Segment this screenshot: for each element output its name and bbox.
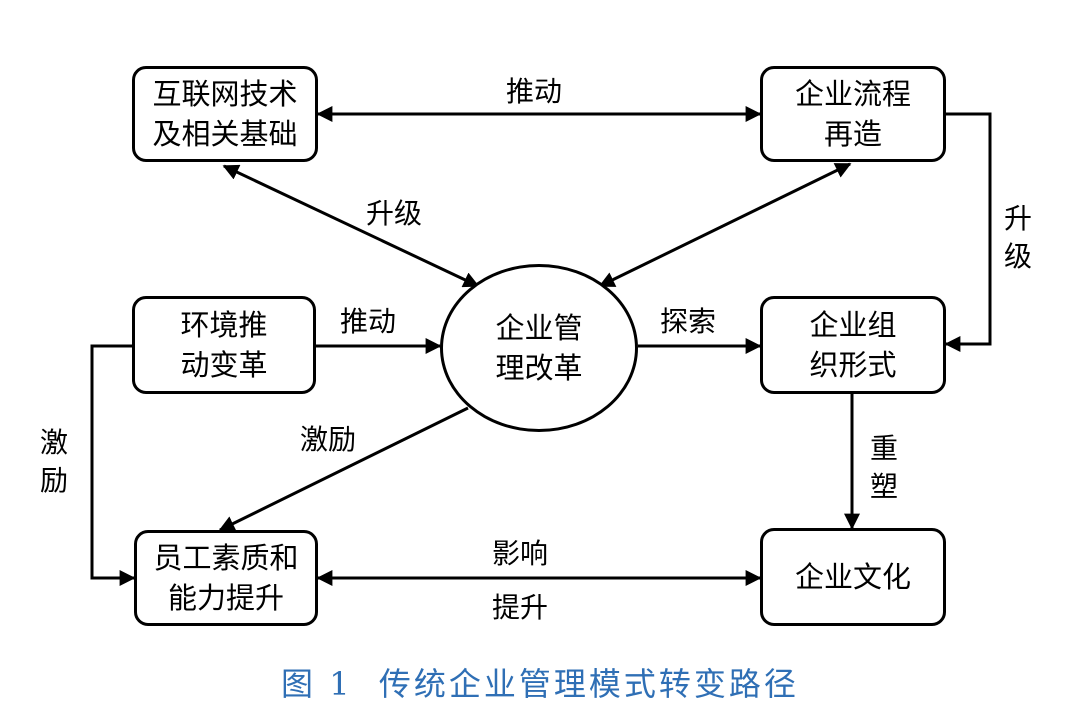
label-push-top: 推动 bbox=[506, 75, 563, 108]
label-influence: 影响 bbox=[492, 537, 549, 570]
node-process-reengineering-line-2: 再造 bbox=[823, 117, 882, 151]
arrow-process-management bbox=[598, 162, 852, 288]
node-internet-tech-line-2: 及相关基础 bbox=[152, 117, 298, 151]
node-management-reform-line-1: 企业管 bbox=[495, 311, 583, 345]
node-corporate-culture-line-1: 企业文化 bbox=[794, 560, 911, 594]
arrow-internet-management bbox=[222, 164, 480, 288]
node-organization-form: 企业组 织形式 bbox=[760, 296, 946, 394]
label-upgrade-left: 升级 bbox=[366, 197, 423, 230]
node-internet-tech: 互联网技术 及相关基础 bbox=[132, 66, 318, 162]
label-reshape-char-1: 重 bbox=[870, 432, 899, 465]
label-motivate-left-char-1: 激 bbox=[40, 426, 69, 459]
node-employee-quality-line-1: 员工素质和 bbox=[153, 541, 299, 575]
node-environment-change-line-1: 环境推 bbox=[180, 308, 268, 342]
label-explore: 探索 bbox=[660, 305, 717, 338]
node-corporate-culture: 企业文化 bbox=[760, 528, 946, 626]
node-employee-quality-line-2: 能力提升 bbox=[167, 581, 284, 615]
node-process-reengineering: 企业流程 再造 bbox=[760, 66, 946, 162]
arrow-process-organization bbox=[944, 112, 992, 352]
arrow-management-employee bbox=[218, 406, 469, 532]
label-upgrade-right-char-2: 级 bbox=[1004, 240, 1033, 273]
node-internet-tech-line-1: 互联网技术 bbox=[152, 77, 298, 111]
node-process-reengineering-line-1: 企业流程 bbox=[794, 77, 911, 111]
node-environment-change: 环境推 动变革 bbox=[132, 296, 316, 394]
label-upgrade-right: 升 级 bbox=[1004, 200, 1032, 276]
label-motivate-left-char-2: 励 bbox=[40, 464, 69, 497]
node-environment-change-line-2: 动变革 bbox=[180, 348, 268, 382]
figure-caption: 图 1 传统企业管理模式转变路径 bbox=[281, 665, 799, 703]
arrow-environment-employee bbox=[90, 344, 136, 586]
label-push-middle: 推动 bbox=[340, 305, 397, 338]
node-organization-form-line-2: 织形式 bbox=[809, 348, 897, 382]
label-upgrade-right-char-1: 升 bbox=[1004, 202, 1033, 235]
label-improve: 提升 bbox=[492, 591, 549, 624]
node-management-reform-line-2: 理改革 bbox=[495, 351, 583, 385]
node-management-reform: 企业管 理改革 bbox=[440, 264, 638, 432]
label-reshape-char-2: 塑 bbox=[870, 470, 899, 503]
node-organization-form-line-1: 企业组 bbox=[809, 308, 897, 342]
label-motivate-center: 激励 bbox=[300, 423, 357, 456]
label-motivate-left: 激 励 bbox=[40, 424, 68, 500]
node-employee-quality: 员工素质和 能力提升 bbox=[134, 530, 318, 626]
label-reshape: 重 塑 bbox=[870, 430, 898, 506]
